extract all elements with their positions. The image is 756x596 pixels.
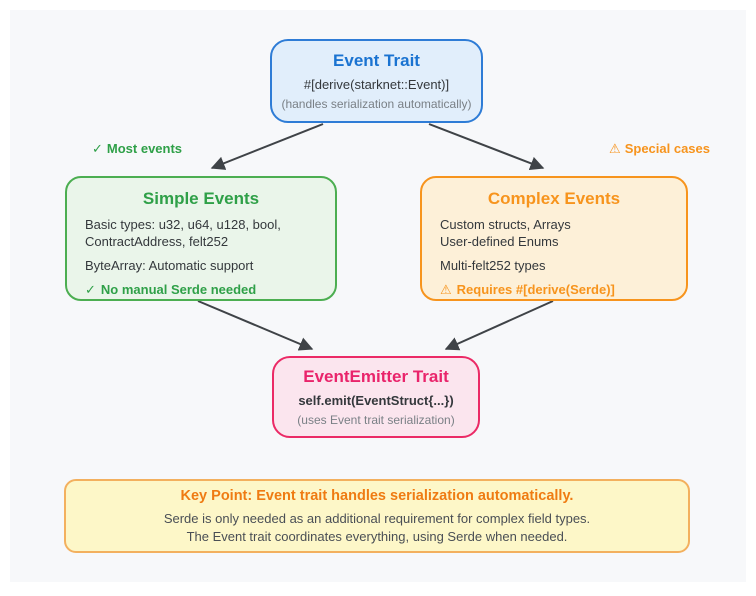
node-event-trait-note: (handles serialization automatically) bbox=[281, 97, 472, 111]
node-simple-events-title: Simple Events bbox=[142, 189, 260, 208]
annotation-special-cases-label: Special cases bbox=[624, 141, 710, 156]
node-event-emitter: EventEmitter Trait self.emit(EventStruct… bbox=[272, 356, 480, 438]
node-complex-events: Complex Events Custom structs, Arrays Us… bbox=[420, 176, 688, 301]
complex-events-enums: User-defined Enums bbox=[440, 233, 559, 249]
complex-events-multifelt: Multi-felt252 types bbox=[440, 257, 546, 273]
node-simple-events: Simple Events Basic types: u32, u64, u12… bbox=[65, 176, 337, 301]
complex-events-structs: Custom structs, Arrays bbox=[440, 217, 571, 232]
warning-icon: ⚠ bbox=[440, 281, 452, 297]
annotation-most-events-label: Most events bbox=[106, 141, 183, 156]
node-event-emitter-note: (uses Event trait serialization) bbox=[297, 413, 455, 427]
key-point-line1: Serde is only needed as an additional re… bbox=[163, 511, 591, 526]
complex-events-highlight-text: Requires #[derive(Serde)] bbox=[456, 281, 615, 297]
simple-events-highlight: ✓No manual Serde needed bbox=[85, 282, 317, 299]
annotation-special-cases: ⚠Special cases bbox=[609, 140, 710, 157]
node-event-emitter-title: EventEmitter Trait bbox=[303, 367, 449, 386]
node-event-trait: Event Trait #[derive(starknet::Event)] (… bbox=[270, 39, 483, 123]
simple-events-basic-types: Basic types: u32, u64, u128, bool, Contr… bbox=[85, 217, 281, 249]
complex-events-highlight: ⚠Requires #[derive(Serde)] bbox=[440, 282, 668, 299]
check-icon: ✓ bbox=[92, 141, 103, 156]
node-event-trait-title: Event Trait bbox=[333, 51, 420, 70]
check-icon: ✓ bbox=[85, 281, 96, 297]
warning-icon: ⚠ bbox=[609, 141, 621, 156]
node-event-emitter-code: self.emit(EventStruct{...}) bbox=[298, 393, 454, 408]
key-point-box: Key Point: Event trait handles serializa… bbox=[64, 479, 690, 553]
annotation-most-events: ✓Most events bbox=[92, 140, 182, 157]
key-point-title: Key Point: Event trait handles serializa… bbox=[180, 488, 574, 504]
key-point-line2: The Event trait coordinates everything, … bbox=[186, 529, 568, 544]
node-event-trait-code: #[derive(starknet::Event)] bbox=[303, 77, 450, 92]
node-complex-events-title: Complex Events bbox=[487, 189, 621, 208]
simple-events-bytearray: ByteArray: Automatic support bbox=[85, 257, 254, 273]
simple-events-highlight-text: No manual Serde needed bbox=[100, 281, 257, 297]
